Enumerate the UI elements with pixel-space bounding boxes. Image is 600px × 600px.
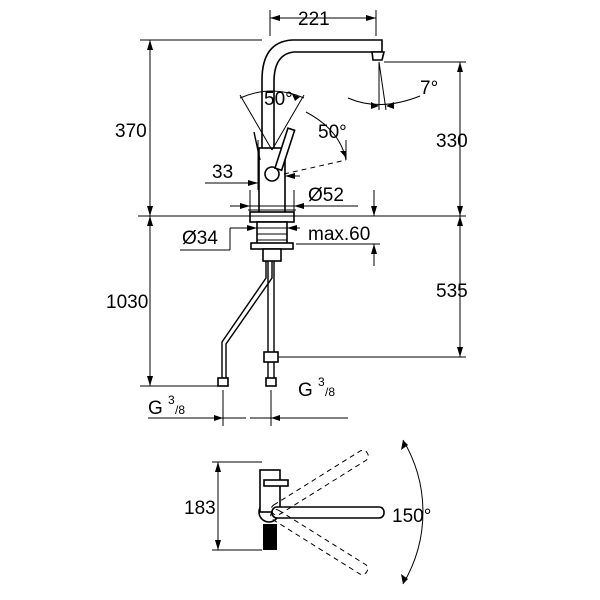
- label-base-diameter: Ø52: [308, 185, 344, 206]
- label-below-deck: 535: [436, 281, 468, 302]
- lever-hub: [264, 166, 280, 182]
- dim-arc-swivel: [402, 439, 424, 585]
- faucet-side-view: [217, 39, 386, 387]
- label-spout-tilt: 7°: [420, 78, 438, 99]
- plan-lever: [263, 479, 289, 487]
- supply-hose-left: [221, 261, 267, 380]
- lever-ghost: [253, 131, 261, 161]
- plan-shank: [263, 524, 277, 550]
- label-total-height: 370: [115, 121, 147, 142]
- label-connection-left-sup: 3: [168, 393, 175, 407]
- label-connection-left: G: [148, 398, 163, 419]
- mounting-nut: [250, 242, 294, 250]
- threaded-stud: [262, 248, 282, 262]
- label-deck-thickness: max.60: [308, 224, 370, 245]
- label-plan-depth: 183: [184, 498, 216, 519]
- label-spout-reach: 221: [298, 9, 330, 30]
- spout-tip: [371, 51, 386, 61]
- lever-handle: [273, 127, 296, 172]
- label-connection-right-sup: 3: [318, 375, 325, 389]
- base-flange: [249, 211, 295, 223]
- label-lever-angle-top: 50°: [264, 89, 293, 110]
- label-lever-offset: 33: [212, 162, 233, 183]
- hose-fitting-right: [263, 351, 279, 363]
- label-hose-length: 1030: [106, 292, 148, 313]
- label-connection-right-sub: /8: [325, 385, 335, 399]
- plan-body: [259, 469, 281, 513]
- label-lever-angle-side: 50°: [318, 122, 347, 143]
- hose-fitting-left: [217, 377, 229, 387]
- faucet-plan-view: [258, 449, 385, 576]
- label-height-to-spout: 330: [436, 131, 468, 152]
- label-swivel-angle: 150°: [392, 506, 431, 527]
- label-connection-left-sub: /8: [175, 403, 185, 417]
- label-hole-diameter: Ø34: [182, 228, 218, 249]
- label-connection-right: G: [298, 380, 313, 401]
